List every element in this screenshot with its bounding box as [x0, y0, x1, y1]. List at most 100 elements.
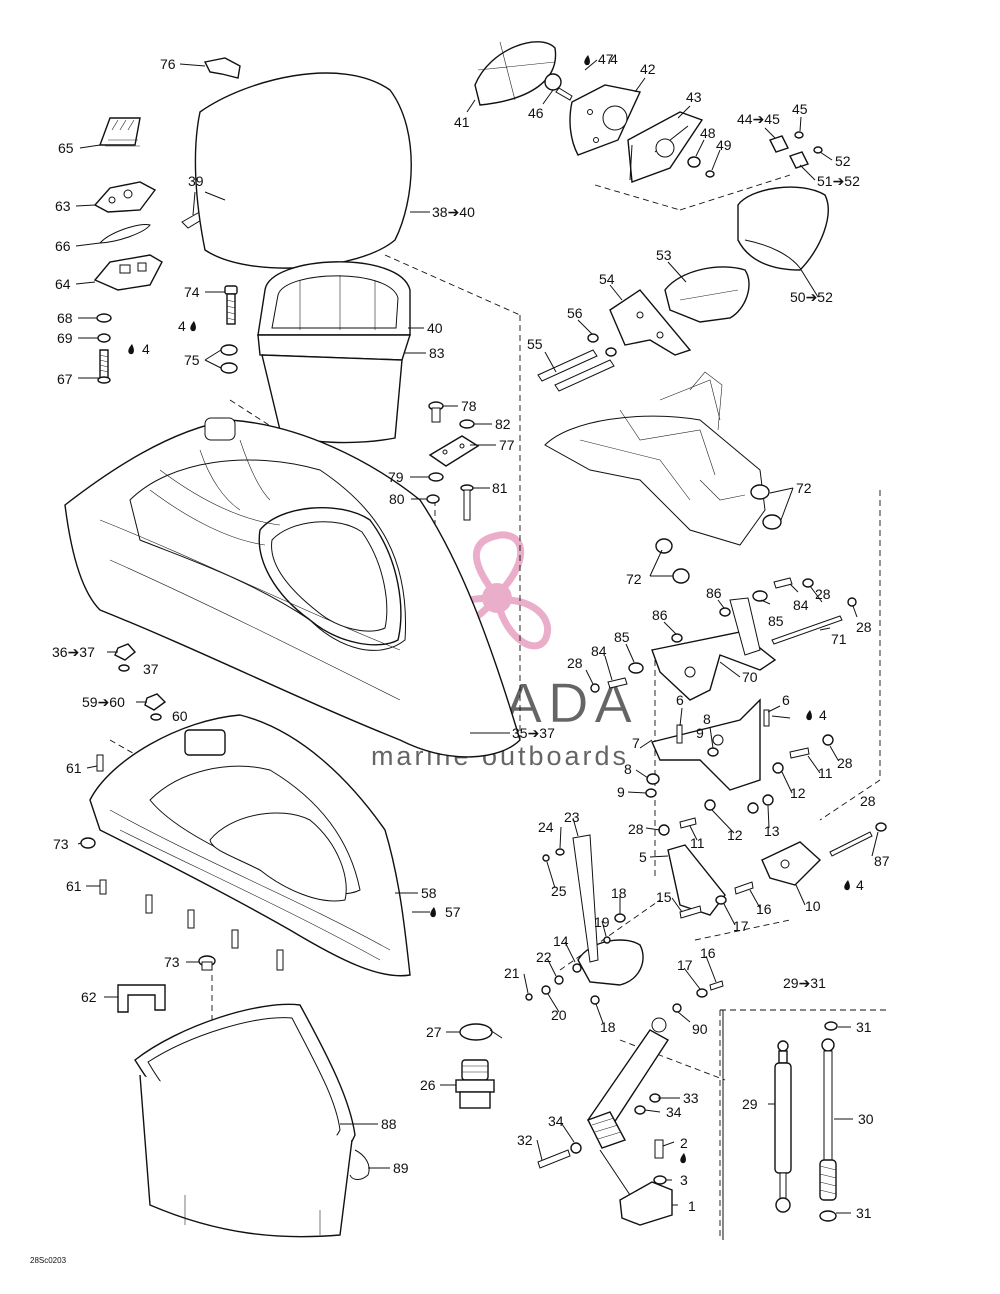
callout-18: 18 — [600, 1019, 616, 1035]
callout-range-51-52: 51➔52 — [817, 173, 860, 189]
callout-75: 75 — [184, 352, 200, 368]
callout-range-59-60: 59➔60 — [82, 694, 125, 710]
callout-25: 25 — [551, 883, 567, 899]
part-48-nut — [687, 156, 701, 168]
callout-range-38-40: 38➔40 — [432, 204, 475, 220]
callout-11: 11 — [690, 835, 705, 851]
callout-26: 26 — [420, 1077, 436, 1093]
callout-57: 57 — [445, 904, 461, 920]
oil-drop-icons — [128, 55, 850, 1164]
callout-66: 66 — [55, 238, 71, 254]
callout-4: 4 — [178, 318, 186, 334]
part-46-ball-joint — [544, 73, 573, 101]
callout-19: 19 — [594, 914, 610, 930]
part-40-storage-bin — [257, 261, 411, 444]
part-67-spring-bolt — [97, 349, 111, 384]
document-code: 28Sc0203 — [30, 1256, 67, 1265]
part-76-clip — [203, 57, 241, 79]
callout-86: 86 — [706, 585, 722, 601]
callout-range-29-31: 29➔31 — [783, 975, 826, 991]
callout-6: 6 — [676, 692, 684, 708]
part-30-gas-spring — [819, 1038, 837, 1201]
callout-42: 42 — [640, 61, 656, 77]
callout-58: 58 — [421, 885, 437, 901]
part-74-bolt — [224, 285, 238, 325]
callout-28: 28 — [856, 619, 872, 635]
part-64-latch — [93, 254, 163, 291]
callout-12: 12 — [790, 785, 806, 801]
callout-12: 12 — [727, 827, 743, 843]
part-89-strap — [349, 1149, 370, 1180]
callout-56: 56 — [567, 305, 583, 321]
callout-69: 69 — [57, 330, 73, 346]
callout-20: 20 — [551, 1007, 567, 1023]
callout-85: 85 — [614, 629, 630, 645]
part-26-drain-plug — [455, 1059, 495, 1109]
callout-78: 78 — [461, 398, 477, 414]
part-68-washer — [96, 313, 112, 323]
callout-29: 29 — [742, 1096, 758, 1112]
callout-16: 16 — [756, 901, 772, 917]
part-55-bolts — [537, 349, 615, 392]
part-29-gas-spring — [774, 1040, 792, 1213]
part-44-45-clip — [769, 131, 804, 153]
part-87-bolt — [829, 822, 887, 857]
callout-17: 17 — [733, 918, 749, 934]
callout-8: 8 — [703, 711, 711, 727]
part-79-washer — [428, 472, 444, 482]
part-7-steering-arm — [651, 698, 761, 791]
part-65-grill — [98, 117, 141, 147]
callout-28: 28 — [860, 793, 876, 809]
callout-10: 10 — [805, 898, 821, 914]
callout-range-35-37: 35➔37 — [512, 725, 555, 741]
callout-72: 72 — [796, 480, 812, 496]
part-35-deck-cover — [64, 417, 521, 758]
part-66-gasket — [98, 223, 151, 244]
callout-76: 76 — [160, 56, 176, 72]
callout-60: 60 — [172, 708, 188, 724]
steering-frame-outline — [544, 371, 766, 546]
callout-4: 4 — [610, 51, 618, 67]
callout-31: 31 — [856, 1205, 872, 1221]
part-42-base-plate — [569, 84, 642, 156]
part-71-rod — [771, 615, 843, 645]
part-50-visor — [737, 186, 829, 271]
callout-39: 39 — [188, 173, 204, 189]
callout-16: 16 — [700, 945, 716, 961]
callout-range-44-45: 44➔45 — [737, 111, 780, 127]
callout-18: 18 — [611, 885, 627, 901]
part-63-bracket — [93, 181, 157, 213]
callout-65: 65 — [58, 140, 74, 156]
part-62-handle — [117, 984, 166, 1013]
callout-83: 83 — [429, 345, 445, 361]
callout-74: 74 — [184, 284, 200, 300]
part-27-clamp — [459, 1023, 503, 1041]
part-43-mount — [627, 111, 704, 183]
callout-34: 34 — [548, 1113, 564, 1129]
callout-71: 71 — [831, 631, 847, 647]
callout-4: 4 — [856, 877, 864, 893]
part-81-pin — [460, 484, 474, 521]
callout-28: 28 — [567, 655, 583, 671]
callout-55: 55 — [527, 336, 543, 352]
callout-82: 82 — [495, 416, 511, 432]
callout-86: 86 — [652, 607, 668, 623]
callout-4: 4 — [142, 341, 150, 357]
part-41-mirror — [474, 41, 557, 106]
callout-72: 72 — [626, 571, 642, 587]
callout-85: 85 — [768, 613, 784, 629]
callout-2: 2 — [680, 1135, 688, 1151]
callout-53: 53 — [656, 247, 672, 263]
part-75-washers — [220, 344, 238, 374]
callout-49: 49 — [716, 137, 732, 153]
part-23-rod — [572, 834, 599, 963]
assembly-lines — [109, 174, 890, 1240]
part-61-screws — [96, 754, 284, 971]
callout-28: 28 — [628, 821, 644, 837]
part-15-16-17-hardware — [679, 881, 754, 998]
callout-67: 67 — [57, 371, 73, 387]
leader-lines — [75, 59, 879, 1214]
callout-3: 3 — [680, 1172, 688, 1188]
part-80-nut — [426, 494, 440, 504]
callout-41: 41 — [454, 114, 470, 130]
